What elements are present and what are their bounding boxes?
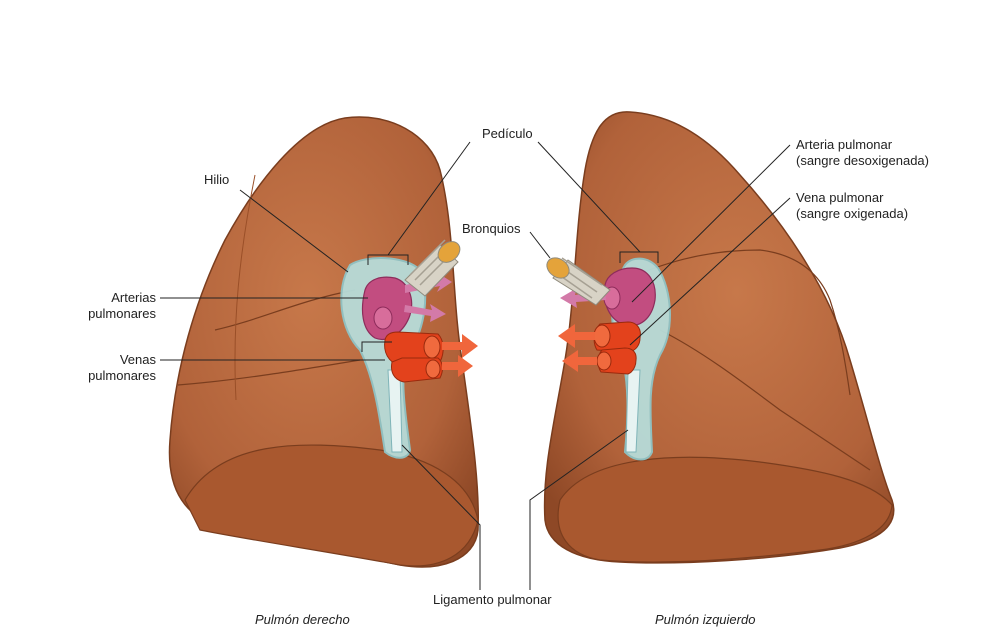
label-arterias-pulmonares: Arterias pulmonares [70,290,156,322]
label-venas-pulmonares: Venas pulmonares [70,352,156,384]
label-vena-pulmonar-line2: (sangre oxigenada) [796,206,908,222]
caption-pulmon-izquierdo: Pulmón izquierdo [655,612,755,628]
left-lung [543,112,894,563]
caption-pulmon-derecho: Pulmón derecho [255,612,350,628]
right-artery-lumen [374,307,392,329]
label-vena-pulmonar: Vena pulmonar (sangre oxigenada) [796,190,908,222]
label-arterias-line2: pulmonares [70,306,156,322]
left-vein-lower-lumen [597,352,611,370]
label-venas-line1: Venas [70,352,156,368]
label-arteria-pulmonar-line2: (sangre desoxigenada) [796,153,929,169]
right-vein-lower-lumen [426,360,440,378]
label-hilio: Hilio [204,172,229,188]
right-vein-upper-lumen [424,336,440,358]
left-vein-upper-lumen [594,325,610,347]
label-vena-pulmonar-line1: Vena pulmonar [796,190,908,206]
label-venas-line2: pulmonares [70,368,156,384]
label-pediculo: Pedículo [482,126,533,142]
leader-bronquios [530,232,550,258]
label-arterias-line1: Arterias [70,290,156,306]
label-bronquios: Bronquios [462,221,521,237]
label-arteria-pulmonar-line1: Arteria pulmonar [796,137,929,153]
label-ligamento-pulmonar: Ligamento pulmonar [433,592,552,608]
label-arteria-pulmonar: Arteria pulmonar (sangre desoxigenada) [796,137,929,169]
